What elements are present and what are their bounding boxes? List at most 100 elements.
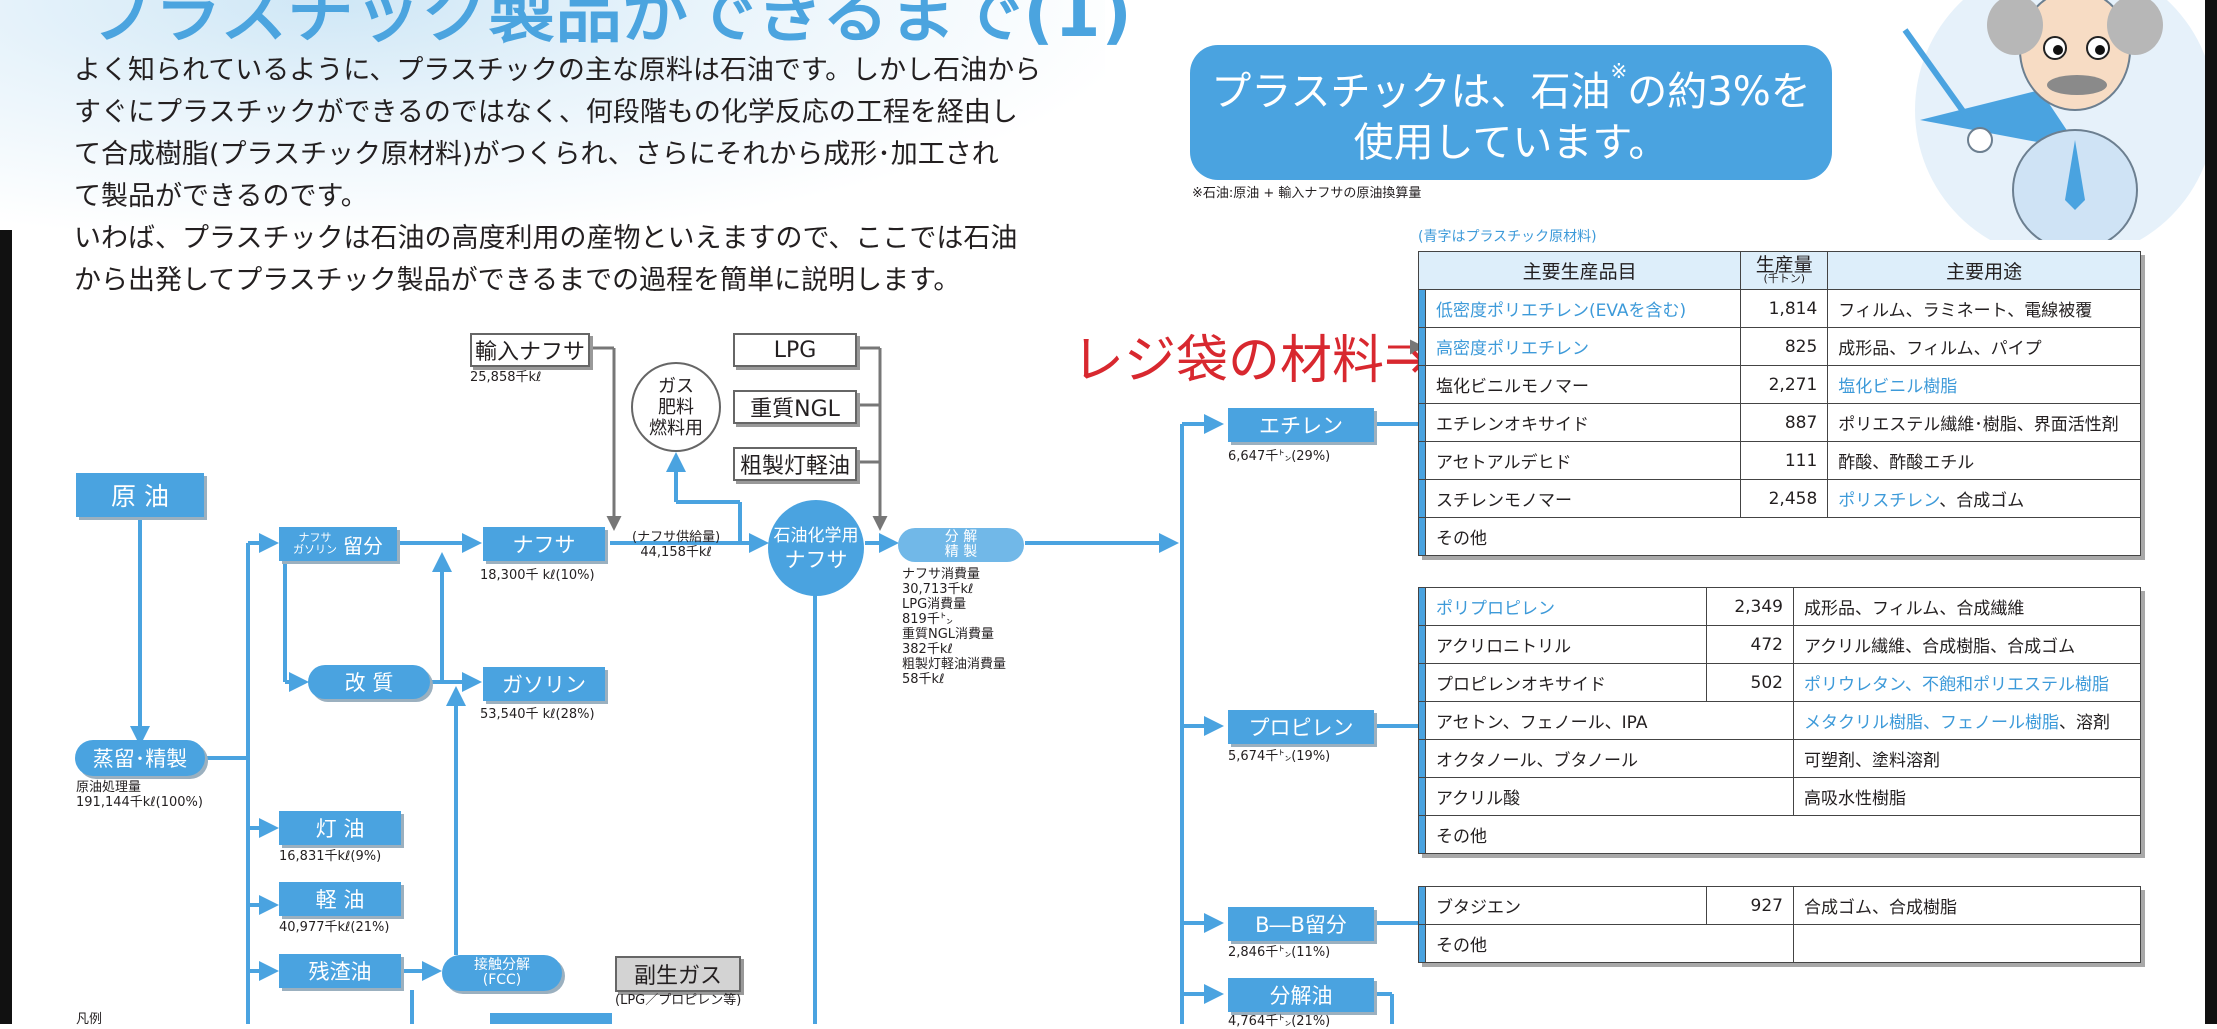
row-marker	[1418, 663, 1426, 702]
crude-kerosene-box: 粗製灯軽油	[733, 447, 857, 481]
note-text: 重質NGL消費量	[902, 627, 995, 642]
fraction-small-label: ナフサ ガソリン	[293, 532, 337, 556]
cracked-oil-note: 4,764千㌧(21%)	[1228, 1014, 1331, 1029]
intro-line: から出発してプラスチック製品ができるまでの過程を簡単に説明します。	[74, 265, 961, 296]
table-row: ブタジエン 927 合成ゴム、合成樹脂	[1418, 886, 2141, 925]
reform-node: 改 質	[308, 665, 430, 699]
use-cell: 高吸水性樹脂	[1793, 777, 2141, 816]
circle-text: ガス	[658, 375, 694, 397]
product-cell: ポリプロピレン	[1425, 587, 1707, 626]
note-text: 44,158千kℓ	[640, 545, 712, 560]
volume-cell: 927	[1706, 886, 1794, 925]
table-row: アセトアルデヒド 111 酢酸、酢酸エチル	[1418, 441, 2141, 480]
row-marker	[1418, 739, 1426, 778]
use-highlight: メタクリル樹脂、フェノール樹脂	[1804, 713, 2059, 733]
distillation-note: 原油処理量 191,144千kℓ(100%)	[76, 780, 203, 810]
product-cell: スチレンモノマー	[1424, 479, 1742, 518]
volume-cell: 887	[1740, 403, 1829, 442]
note-text: 30,713千kℓ	[902, 582, 974, 597]
header-banner	[0, 0, 1105, 230]
row-marker	[1418, 886, 1426, 925]
propylene-products-table: ポリプロピレン 2,349 成形品、フィルム、合成繊維 アクリロニトリル 472…	[1418, 587, 2141, 854]
light-oil-box: 軽 油	[279, 882, 401, 916]
intro-line: て製品ができるのです。	[74, 181, 368, 212]
table-row: 塩化ビニルモノマー 2,271 塩化ビニル樹脂	[1418, 365, 2141, 404]
naphtha-supply-note: (ナフサ供給量) 44,158千kℓ	[632, 530, 720, 560]
use-cell: 塩化ビニル樹脂	[1827, 365, 2141, 404]
row-marker	[1418, 815, 1426, 854]
row-marker	[1418, 289, 1426, 328]
use-cell: 酢酸、酢酸エチル	[1827, 441, 2141, 480]
crude-oil-box: 原 油	[76, 473, 204, 517]
table-row: アクリル酸 高吸水性樹脂	[1418, 777, 2141, 816]
use-cell: フィルム、ラミネート、電線被覆	[1827, 289, 2141, 328]
row-marker	[1418, 701, 1426, 740]
table-row: その他	[1418, 924, 2141, 963]
product-cell: エチレンオキサイド	[1424, 403, 1742, 442]
byproduct-gas-box: 副生ガス	[615, 956, 741, 992]
product-cell: 塩化ビニルモノマー	[1424, 365, 1742, 404]
product-cell: その他	[1425, 517, 2141, 556]
table-row: エチレンオキサイド 887 ポリエステル繊維･樹脂、界面活性剤	[1418, 403, 2141, 442]
gas-fertilizer-fuel-circle: ガス 肥料 燃料用	[631, 362, 721, 452]
product-cell: アセトアルデヒド	[1424, 441, 1742, 480]
gasoline-note: 53,540千 kℓ(28%)	[480, 707, 595, 722]
naphtha-gasoline-fraction-box: ナフサ ガソリン 留分	[279, 527, 397, 561]
note-text: 819千㌧	[902, 612, 953, 627]
cutoff-box	[490, 1013, 612, 1024]
speech-bubble: プラスチックは、石油※の約3%を 使用しています。	[1190, 45, 1832, 180]
product-cell: 高密度ポリエチレン	[1424, 327, 1742, 366]
row-marker	[1418, 403, 1426, 442]
table-row: プロピレンオキサイド 502 ポリウレタン、不飽和ポリエステル樹脂	[1418, 663, 2141, 702]
table-row: その他	[1418, 517, 2141, 556]
propylene-note: 5,674千㌧(19%)	[1228, 749, 1331, 764]
product-cell: 低密度ポリエチレン(EVAを含む)	[1424, 289, 1742, 328]
note-text: 分 解	[944, 529, 978, 545]
table-header-row: 主要生産品目 生産量 (千トン) 主要用途	[1417, 251, 2141, 290]
use-cell	[1793, 924, 2141, 963]
note-text: 191,144千kℓ(100%)	[76, 795, 203, 810]
volume-cell: 502	[1706, 663, 1794, 702]
left-edge-band	[0, 0, 12, 1024]
row-marker	[1418, 924, 1426, 963]
bubble-text: の約3%を	[1627, 69, 1811, 115]
header-use: 主要用途	[1827, 251, 2141, 290]
note-text: (ナフサ供給量)	[632, 530, 721, 545]
bb-fraction-box: B―B留分	[1228, 907, 1374, 941]
row-marker	[1418, 517, 1426, 556]
intro-line: すぐにプラスチックができるのではなく、何段階もの化学反応の工程を経由し	[74, 97, 1018, 128]
intro-line: よく知られているように、プラスチックの主な原料は石油です。しかし石油から	[74, 55, 1042, 86]
row-marker	[1418, 625, 1426, 664]
professor-mascot-illustration	[1902, 0, 2205, 240]
cracking-refining-node: 分 解 精 製	[898, 528, 1024, 562]
circle-text: 燃料用	[649, 417, 703, 439]
header-volume-label: 生産量	[1755, 254, 1813, 276]
table-row: 高密度ポリエチレン 825 成形品、フィルム、パイプ	[1418, 327, 2141, 366]
header-volume: 生産量 (千トン)	[1740, 251, 1829, 290]
intro-line: いわば、プラスチックは石油の高度利用の産物といえますので、ここでは石油	[74, 223, 1018, 254]
volume-cell: 472	[1706, 625, 1794, 664]
volume-cell: 1,814	[1740, 289, 1829, 328]
lpg-box: LPG	[733, 333, 857, 367]
table-row: スチレンモノマー 2,458 ポリスチレン、合成ゴム	[1418, 479, 2141, 518]
table-row: ポリプロピレン 2,349 成形品、フィルム、合成繊維	[1418, 587, 2141, 626]
bb-products-table: ブタジエン 927 合成ゴム、合成樹脂 その他	[1418, 886, 2141, 963]
product-cell: ブタジエン	[1425, 886, 1707, 925]
naphtha-note: 18,300千 kℓ(10%)	[480, 568, 595, 583]
cracked-oil-box: 分解油	[1228, 978, 1374, 1012]
note-text: 粗製灯軽油消費量	[902, 657, 1007, 672]
use-cell: 合成ゴム、合成樹脂	[1793, 886, 2141, 925]
row-marker	[1418, 327, 1426, 366]
bubble-text: プラスチックは、石油	[1211, 69, 1611, 115]
product-cell: プロピレンオキサイド	[1425, 663, 1707, 702]
imported-naphtha-note: 25,858千kℓ	[470, 370, 542, 385]
distillation-node: 蒸留･精製	[75, 740, 205, 776]
note-text: 精 製	[944, 544, 978, 560]
row-marker	[1418, 777, 1426, 816]
table-row: その他	[1418, 815, 2141, 854]
legend-label: 凡例	[76, 1012, 103, 1027]
circle-text: 石油化学用	[773, 526, 859, 546]
header-product: 主要生産品目	[1417, 251, 1742, 290]
use-cell: 可塑剤、塗料溶剤	[1793, 739, 2141, 778]
volume-cell: 111	[1740, 441, 1829, 480]
